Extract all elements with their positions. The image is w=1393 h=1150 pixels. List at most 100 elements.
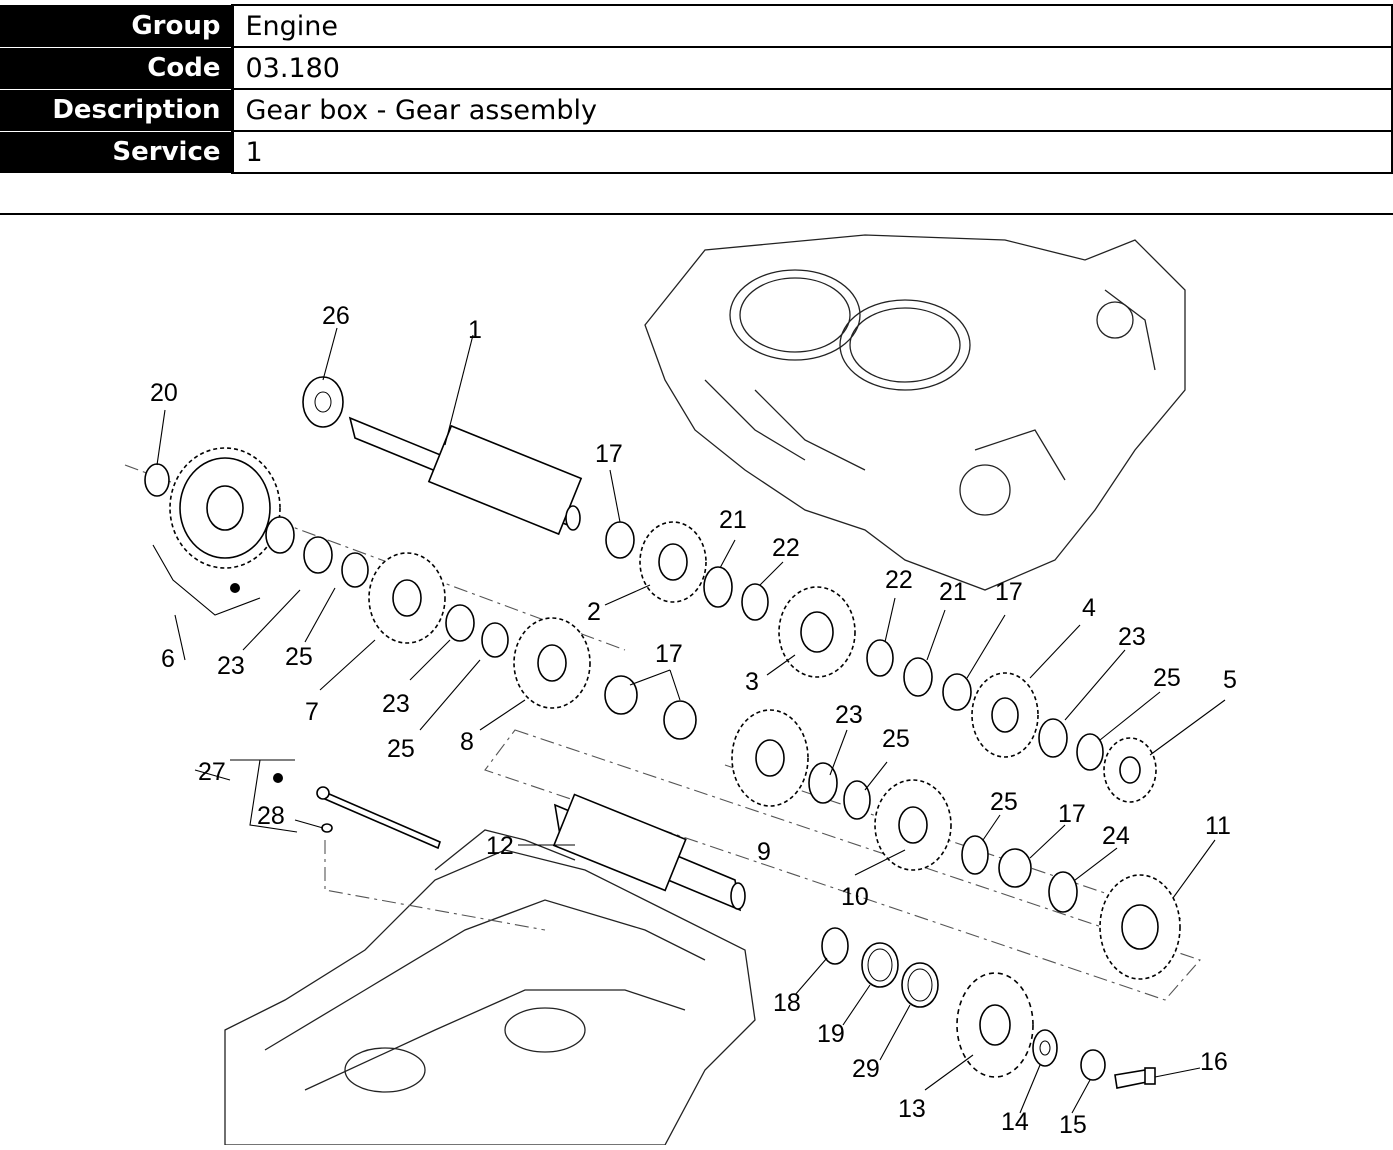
leader-lines [152, 327, 1226, 1114]
callout-label: 12 [486, 832, 514, 860]
callout-label: 28 [257, 802, 285, 830]
callout-label: 25 [1153, 664, 1181, 692]
service-label: Service [0, 131, 232, 174]
circlip-part-25b [341, 552, 369, 588]
washer-part-23d [808, 762, 838, 804]
circlip-part-25f [961, 835, 989, 875]
callout-label: 4 [1082, 594, 1096, 622]
callout-label: 21 [939, 578, 967, 606]
washer-part-23b [445, 604, 475, 642]
clip-part-28 [321, 823, 333, 833]
info-row-service: Service 1 [0, 130, 1393, 174]
callout-label: 15 [1059, 1111, 1087, 1139]
callout-label: 25 [387, 735, 415, 763]
bearing-part-29 [901, 962, 939, 1008]
code-label: Code [0, 47, 232, 90]
callout-label: 14 [1001, 1108, 1029, 1136]
circlip-part-25e [843, 780, 871, 820]
callout-label: 27 [198, 758, 226, 786]
bushing-part-17a [605, 521, 635, 559]
circlip-part-25c [481, 622, 509, 658]
callout-label: 17 [655, 640, 683, 668]
reference-dot-b [273, 773, 283, 783]
group-value: Engine [230, 4, 1393, 48]
callout-label: 17 [1058, 800, 1086, 828]
circlip-part-25d [1076, 733, 1104, 771]
callout-label: 22 [885, 566, 913, 594]
callout-label: 19 [817, 1020, 845, 1048]
callout-labels: 26 1 20 17 21 22 2 6 23 25 7 23 25 8 17 … [150, 302, 1237, 1139]
gear-part-10 [874, 779, 952, 871]
callout-label: 23 [382, 690, 410, 718]
callout-label: 6 [161, 645, 175, 673]
callout-label: 23 [217, 652, 245, 680]
callout-label: 25 [882, 725, 910, 753]
callout-label: 23 [835, 701, 863, 729]
secondary-shaft-part-12 [552, 793, 746, 912]
callout-label: 2 [587, 598, 601, 626]
gear-part-4 [971, 672, 1039, 758]
bolt-part-16 [1114, 1067, 1156, 1089]
primary-shaft-part-1 [348, 416, 583, 536]
washer-part-21a [703, 566, 733, 608]
bushing-part-17e [998, 848, 1032, 888]
ring-part-20 [144, 463, 170, 497]
washer-part-14 [1032, 1029, 1058, 1067]
part-info-table: Group Engine Code 03.180 Description Gea… [0, 4, 1393, 174]
upper-crankcase-drawing [644, 234, 1186, 591]
bushing-part-23a [265, 516, 295, 554]
washer-part-21b [903, 657, 933, 697]
info-row-description: Description Gear box - Gear assembly [0, 88, 1393, 132]
gear-part-8 [513, 617, 591, 709]
callout-label: 29 [852, 1055, 880, 1083]
bushing-part-17c [663, 700, 697, 740]
washer-part-23c [1038, 718, 1068, 758]
callout-label: 22 [772, 534, 800, 562]
circlip-part-22a [741, 583, 769, 621]
callout-label: 8 [460, 728, 474, 756]
washer-part-24 [1048, 871, 1078, 913]
lower-crankcase-drawing [224, 829, 756, 1145]
gear-part-2 [639, 521, 707, 603]
washer-part-26 [302, 376, 344, 428]
circlip-part-22b [866, 639, 894, 677]
bushing-part-17d [942, 673, 972, 711]
exploded-parts-diagram: 26 1 20 17 21 22 2 6 23 25 7 23 25 8 17 … [124, 234, 1237, 1145]
gear-part-5 [1103, 737, 1157, 803]
description-label: Description [0, 89, 232, 132]
callout-label: 24 [1102, 822, 1130, 850]
gear-part-3 [778, 586, 856, 678]
reference-dot-a [230, 583, 240, 593]
callout-label: 25 [990, 788, 1018, 816]
info-row-group: Group Engine [0, 4, 1393, 48]
callout-label: 18 [773, 989, 801, 1017]
gear-part-11 [1099, 874, 1181, 980]
callout-label: 26 [322, 302, 350, 330]
code-value: 03.180 [230, 46, 1393, 90]
callout-label: 11 [1205, 812, 1231, 840]
callout-label: 20 [150, 379, 178, 407]
gear-part-6 [169, 447, 281, 569]
callout-label: 1 [468, 316, 482, 344]
callout-label: 25 [285, 643, 313, 671]
callout-label: 21 [719, 506, 747, 534]
callout-label: 17 [995, 578, 1023, 606]
callout-label: 16 [1200, 1048, 1228, 1076]
gear-part-9 [731, 709, 809, 807]
callout-label: 17 [595, 440, 623, 468]
bearing-part-19 [861, 942, 899, 988]
description-value: Gear box - Gear assembly [230, 88, 1393, 132]
circlip-part-18 [821, 927, 849, 965]
callout-label: 23 [1118, 623, 1146, 651]
service-value: 1 [230, 130, 1393, 174]
bushing-part-17b [604, 675, 638, 715]
sprocket-part-13 [956, 972, 1034, 1078]
callout-label: 5 [1223, 666, 1237, 694]
info-row-code: Code 03.180 [0, 46, 1393, 90]
selector-rod-part-27 [316, 786, 441, 850]
callout-label: 13 [898, 1095, 926, 1123]
callout-label: 3 [745, 668, 759, 696]
callout-label: 7 [305, 698, 319, 726]
gear-part-7 [368, 552, 446, 644]
washer-part-25a [303, 536, 333, 574]
